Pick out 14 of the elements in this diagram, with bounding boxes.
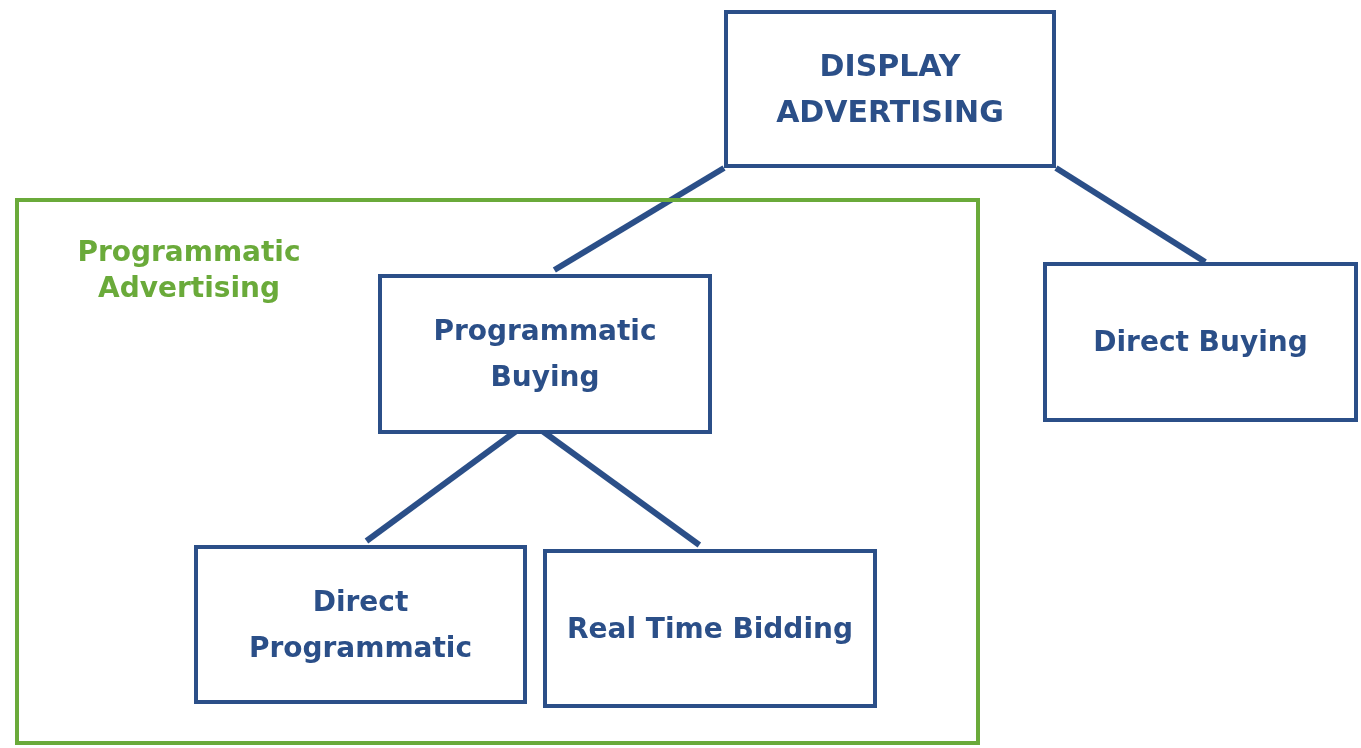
group-box: [15, 198, 980, 745]
category-box: [543, 549, 877, 708]
category-box: [378, 274, 712, 434]
group-heading: Programmatic Advertising: [76, 234, 302, 306]
connector-line: [1054, 165, 1207, 265]
box-label: Direct Buying: [1092, 324, 1309, 360]
box-label: DISPLAY ADVERTISING: [775, 47, 1005, 131]
box-label: Direct Programmatic: [247, 583, 474, 666]
box-label: Programmatic Buying: [432, 313, 658, 395]
box-label: Real Time Bidding: [566, 610, 854, 647]
connector-line: [552, 165, 726, 273]
category-box: [1043, 262, 1358, 422]
category-box: [724, 10, 1056, 168]
category-box: [194, 545, 527, 704]
